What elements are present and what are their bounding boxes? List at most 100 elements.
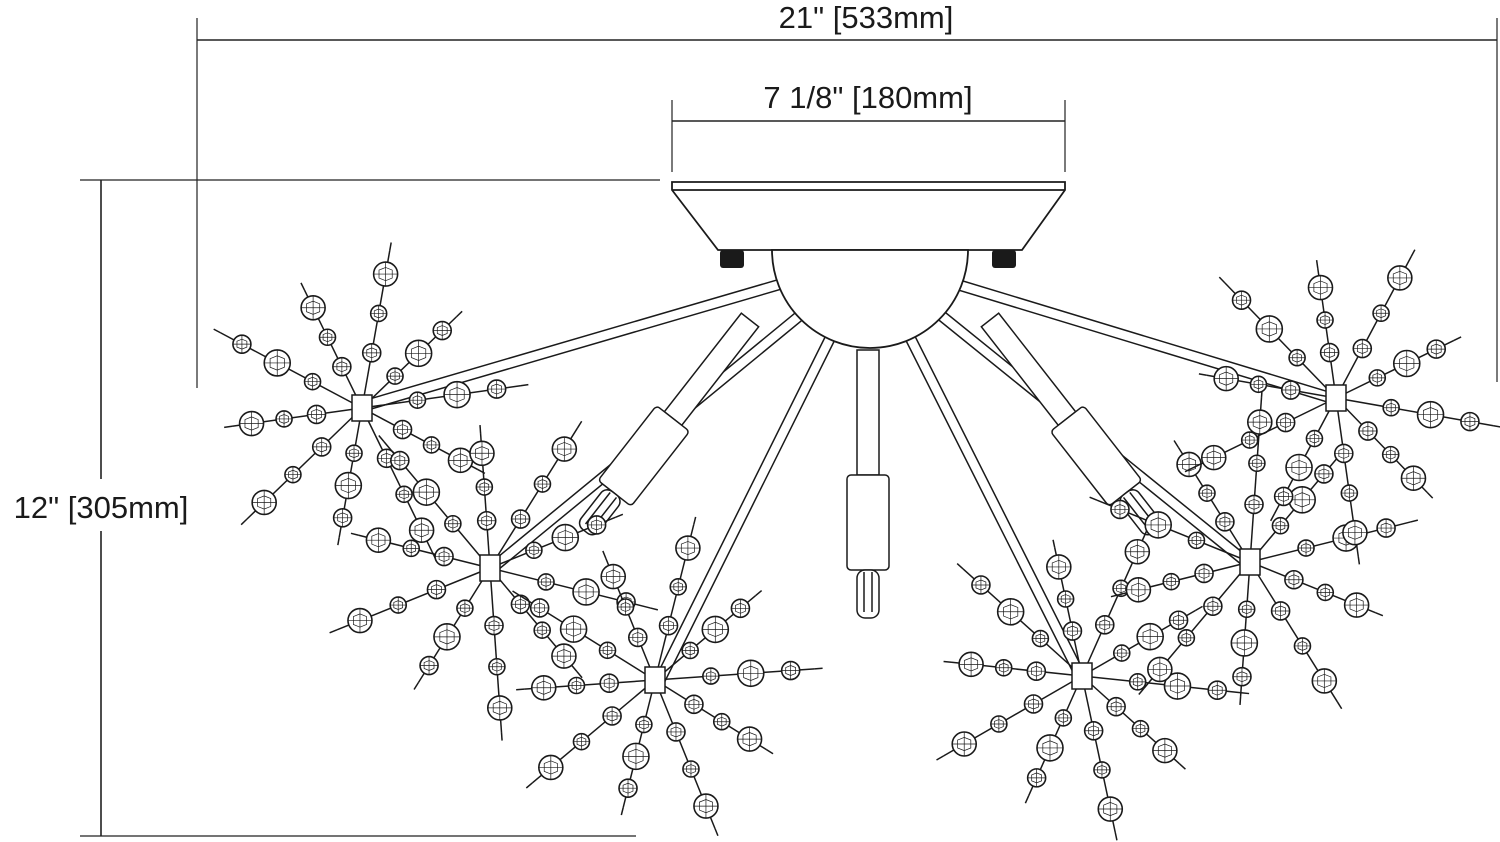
stem-tip: [1426, 491, 1434, 499]
stem-tip: [943, 660, 952, 664]
faceted-crystal: [951, 731, 978, 757]
faceted-crystal: [1255, 315, 1284, 343]
spray-hub: [1325, 384, 1347, 412]
faceted-crystal: [1240, 431, 1259, 449]
faceted-crystal: [469, 440, 495, 467]
faceted-crystal: [1026, 661, 1047, 682]
stem-tip: [1178, 763, 1186, 770]
faceted-crystal: [1131, 719, 1150, 738]
faceted-crystal: [484, 615, 504, 636]
faceted-crystal: [1203, 596, 1223, 617]
overall-width-label: 21" [533mm]: [779, 0, 954, 35]
faceted-crystal: [525, 541, 543, 560]
faceted-crystal: [533, 475, 552, 493]
stem-tip: [602, 550, 607, 559]
faceted-crystal: [347, 607, 373, 634]
faceted-crystal: [635, 715, 653, 734]
faceted-crystal: [1046, 554, 1072, 580]
canopy-width-label: 7 1/8" [180mm]: [763, 80, 972, 115]
faceted-crystal: [263, 349, 292, 377]
faceted-crystal: [586, 515, 607, 535]
faceted-crystal: [780, 660, 801, 681]
faceted-crystal: [486, 695, 513, 721]
faceted-crystal: [600, 563, 627, 590]
faceted-crystal: [1093, 761, 1111, 779]
faceted-crystal: [332, 508, 353, 528]
faceted-crystal: [1319, 342, 1340, 363]
faceted-crystal: [1275, 412, 1296, 433]
faceted-crystal: [730, 598, 751, 619]
faceted-crystal: [1168, 610, 1189, 631]
stem-tip: [224, 425, 233, 429]
faceted-crystal: [361, 343, 382, 363]
ceiling-canopy: [671, 181, 1066, 268]
mounting-screw-right: [992, 250, 1016, 268]
stem-tip: [389, 242, 392, 251]
crystal-spray: [512, 516, 823, 837]
stem-tip: [1114, 832, 1118, 841]
crystal-spray: [1184, 249, 1500, 565]
faceted-crystal: [971, 575, 991, 595]
faceted-crystal: [1307, 274, 1334, 301]
stem-tip: [1195, 605, 1203, 612]
faceted-crystal: [1244, 494, 1264, 515]
crystal-spray: [1089, 389, 1419, 710]
faceted-crystal: [1062, 621, 1083, 641]
faceted-crystal: [1248, 454, 1266, 473]
arm-rod: [357, 265, 827, 413]
stem-tip: [620, 807, 624, 816]
faceted-crystal: [412, 478, 441, 506]
faceted-crystal: [1340, 484, 1359, 502]
stem-tip: [1315, 260, 1319, 269]
stem-tip: [1218, 276, 1226, 284]
faceted-crystal: [1316, 583, 1335, 602]
faceted-crystal: [510, 509, 531, 529]
spray-hub: [351, 394, 373, 422]
faceted-crystal: [1163, 672, 1192, 700]
faceted-crystal: [1288, 486, 1316, 514]
faceted-crystal: [300, 294, 326, 321]
faceted-crystal: [666, 722, 686, 742]
faceted-crystal: [408, 517, 435, 544]
faceted-crystal: [1106, 696, 1126, 717]
faceted-crystal: [1023, 694, 1044, 714]
stem-tip: [692, 516, 697, 525]
faceted-crystal: [422, 436, 441, 454]
faceted-crystal: [537, 573, 555, 591]
faceted-crystal: [1284, 569, 1304, 590]
g9-bulb: [856, 569, 880, 619]
stem-tip: [213, 328, 222, 334]
faceted-crystal: [306, 404, 327, 425]
faceted-crystal: [386, 367, 404, 385]
arms: [357, 265, 1341, 684]
faceted-crystal: [682, 760, 700, 778]
faceted-crystal: [684, 694, 704, 715]
faceted-crystal: [996, 597, 1025, 626]
faceted-crystal: [345, 444, 363, 463]
stem-tip: [1375, 611, 1384, 617]
faceted-crystal: [551, 523, 580, 552]
stem-tip: [615, 513, 624, 519]
faceted-crystal: [1352, 338, 1373, 359]
faceted-crystal: [1426, 339, 1447, 359]
faceted-crystal: [1147, 656, 1173, 683]
faceted-crystal: [1311, 668, 1338, 694]
faceted-crystal: [372, 261, 399, 287]
faceted-crystal: [551, 643, 577, 669]
stem-tip: [1241, 691, 1250, 695]
faceted-crystal: [736, 659, 765, 688]
faceted-crystal: [1200, 444, 1227, 471]
faceted-crystal: [1376, 518, 1396, 538]
faceted-crystal: [1460, 411, 1480, 432]
faceted-crystal: [486, 379, 507, 399]
faceted-crystal: [1288, 348, 1306, 367]
faceted-crystal: [669, 578, 688, 596]
faceted-crystal: [1162, 572, 1181, 591]
faceted-crystal: [284, 465, 302, 484]
stem-tip: [500, 732, 503, 741]
faceted-crystal: [958, 651, 984, 678]
faceted-crystal: [681, 641, 699, 660]
stem-tip: [329, 629, 338, 634]
faceted-crystal: [1144, 511, 1173, 539]
overall-height-label: 12" [305mm]: [14, 490, 189, 525]
